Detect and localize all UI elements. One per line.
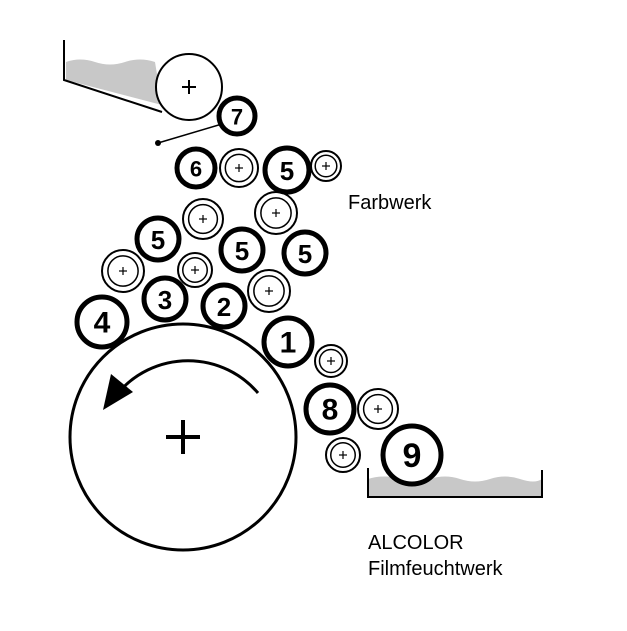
ductor-lever [155,123,223,146]
roller-number: 7 [231,105,243,130]
label-farbwerk: Farbwerk [348,192,432,214]
fountain-roller [155,53,223,121]
roller-2: 2 [200,282,248,330]
roller-number: 9 [403,437,422,475]
roller-number: 3 [158,285,172,315]
roller-number: 2 [217,292,231,322]
roller-1: 1 [261,315,315,369]
roller-7: 7 [216,95,258,137]
rotation-arrow [116,359,260,394]
ink-fountain-outline [63,40,163,113]
roller-8: 8 [303,382,357,436]
roller-number: 5 [151,225,165,255]
oscillating-roller [101,249,145,293]
oscillating-roller [177,252,213,288]
oscillating-roller [314,344,348,378]
label-alcolor-unit: Filmfeuchtwerk [368,558,503,580]
oscillating-roller [357,388,399,430]
roller-number: 5 [298,239,312,269]
oscillating-rollers [101,148,399,473]
dampening-pan-outline [367,468,543,498]
roller-number: 6 [190,157,202,182]
roller-5: 5 [281,229,329,277]
roller-3: 3 [141,275,189,323]
ink-fountain [63,40,163,113]
roller-4: 4 [74,294,130,350]
roller-9: 9 [380,423,444,487]
oscillating-roller [310,150,342,182]
oscillating-roller [325,437,361,473]
oscillating-roller [182,198,224,240]
numbered-rollers: 1 2 3 4 5 5 5 5 6 7 8 9 [74,95,444,487]
roller-number: 1 [280,327,297,360]
roller-number: 5 [280,156,294,186]
label-alcolor-brand: ALCOLOR [368,532,464,554]
plate-cylinder [68,322,298,552]
roller-5: 5 [262,145,312,195]
roller-number: 4 [94,307,111,340]
roller-5: 5 [134,215,182,263]
roller-6: 6 [174,146,218,190]
rotation-arrowhead [103,374,133,410]
label-alcolor: ALCOLOR Filmfeuchtwerk [368,530,502,582]
oscillating-roller [219,148,259,188]
roller-number: 5 [235,236,249,266]
roller-number: 8 [322,394,339,427]
oscillating-roller [247,269,291,313]
oscillating-roller [254,191,298,235]
ink-fluid [66,59,162,105]
roller-5: 5 [218,226,266,274]
